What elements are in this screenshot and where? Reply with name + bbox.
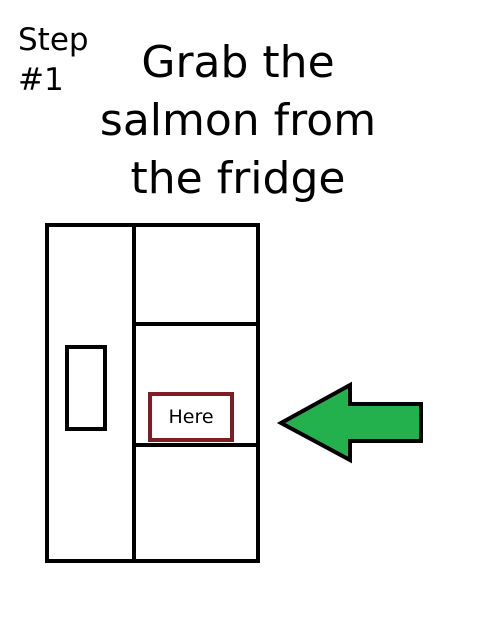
title-line-2: salmon from <box>99 95 377 146</box>
step-word: Step <box>18 22 89 58</box>
instruction-title: Grab the salmon from the fridge <box>60 34 416 208</box>
step-number: Step #1 <box>18 20 113 100</box>
fridge-handle <box>65 345 107 431</box>
fridge-outline <box>45 223 260 563</box>
title-line-1: Grab the <box>141 37 335 88</box>
here-marker-box <box>148 392 234 442</box>
step-count: #1 <box>18 62 64 98</box>
title-line-3: the fridge <box>130 153 346 204</box>
here-label: Here <box>168 406 214 428</box>
pointer-arrow-icon <box>276 381 423 464</box>
